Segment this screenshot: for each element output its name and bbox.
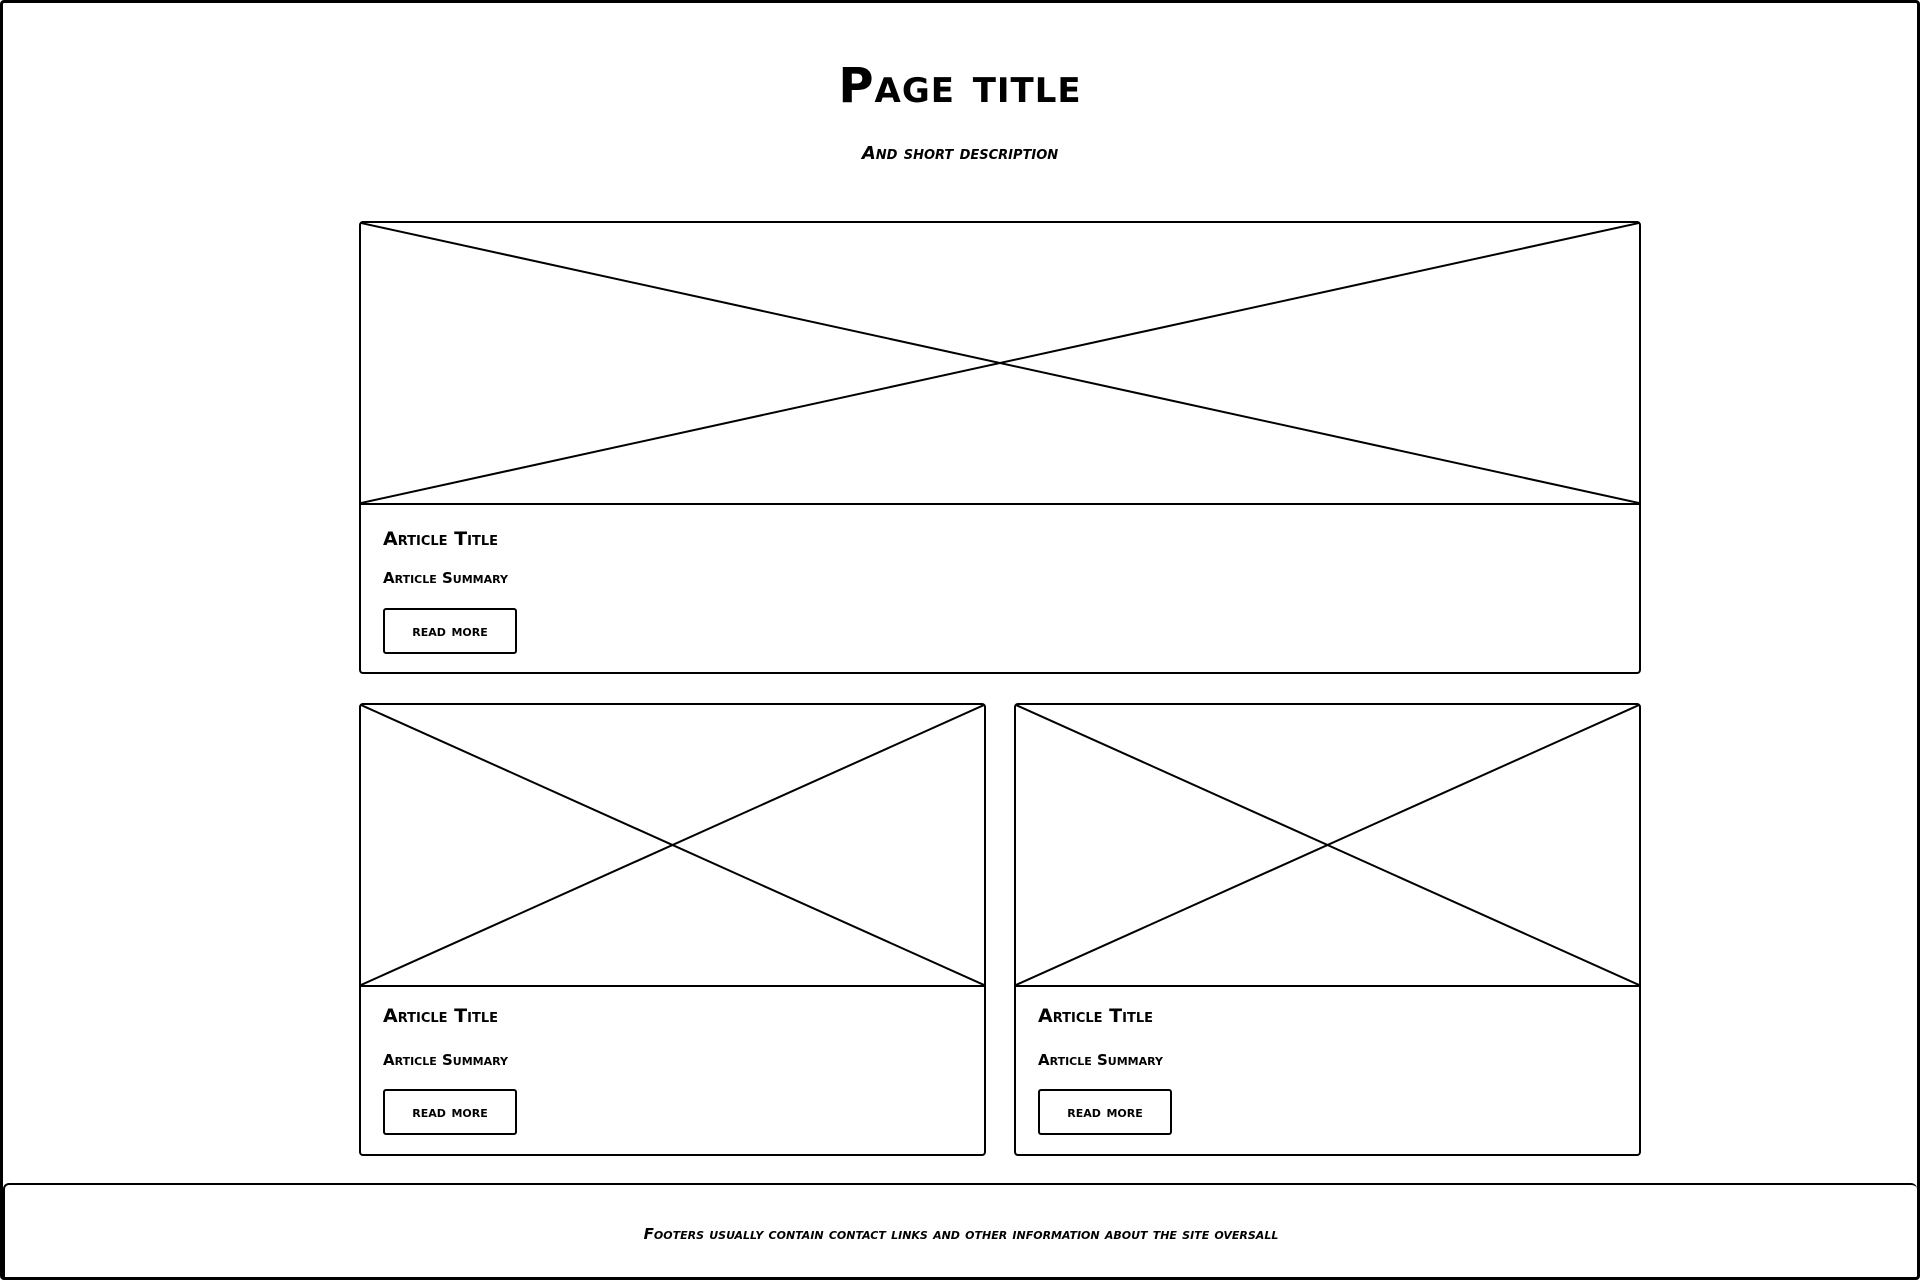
article-title: Article Title [383, 528, 498, 550]
image-placeholder-icon [361, 223, 1639, 503]
article-image-placeholder [361, 705, 984, 987]
featured-article-card: Article Title Article Summary read more [359, 221, 1641, 674]
article-summary: Article Summary [383, 569, 508, 587]
article-summary: Article Summary [383, 1051, 508, 1069]
read-more-button[interactable]: read more [383, 608, 517, 654]
footer: Footers usually contain contact links an… [3, 1183, 1917, 1277]
article-summary: Article Summary [1038, 1051, 1163, 1069]
footer-text: Footers usually contain contact links an… [643, 1225, 1279, 1243]
read-more-button[interactable]: read more [1038, 1089, 1172, 1135]
article-image-placeholder [1016, 705, 1639, 987]
article-title: Article Title [383, 1005, 498, 1027]
page-subtitle: And short description [861, 143, 1059, 164]
article-card-left: Article Title Article Summary read more [359, 703, 986, 1156]
image-placeholder-icon [1016, 705, 1639, 985]
page-title: Page title [838, 58, 1082, 114]
article-title: Article Title [1038, 1005, 1153, 1027]
read-more-button[interactable]: read more [383, 1089, 517, 1135]
article-image-placeholder [361, 223, 1639, 505]
image-placeholder-icon [361, 705, 984, 985]
article-card-right: Article Title Article Summary read more [1014, 703, 1641, 1156]
